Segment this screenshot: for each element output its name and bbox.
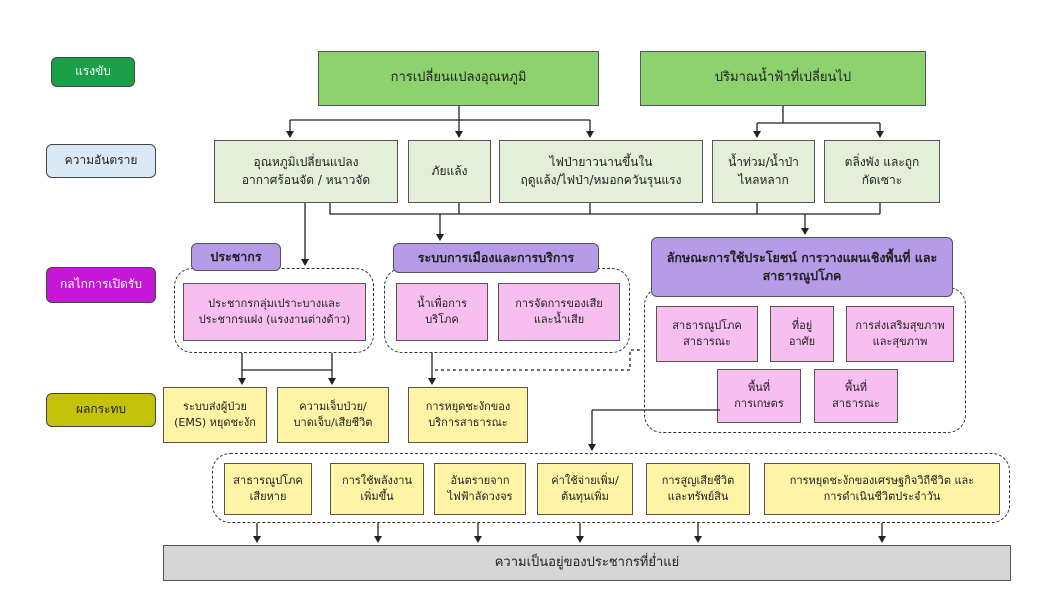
public-utilities: สาธารณูปโภค สาธารณะ xyxy=(656,306,758,362)
connector-landuse-service xyxy=(432,349,640,371)
outcome-box: ความเป็นอยู่ของประชากรที่ย่ำแย่ xyxy=(163,545,1011,581)
legend-driver-label: แรงขับ xyxy=(75,64,111,79)
hazard-flood: น้ำท่วม/น้ำป่า ไหลหลาก xyxy=(712,140,815,203)
hazard-wildfire-label: ไฟป่ายาวนานขึ้นใน ฤดูแล้ง/ไฟป่า/หมอกควัน… xyxy=(520,155,682,187)
housing: ที่อยู่ อาศัย xyxy=(770,306,834,362)
agricultural-area: พื้นที่ การเกษตร xyxy=(717,369,801,423)
impact-economic-disruption-label: การหยุดชะงักของเศรษฐกิจวิถีชีวิต และ การ… xyxy=(789,474,975,503)
connector-driver-left xyxy=(290,106,590,121)
hazard-landslide: ตลิ่งพัง และถูก กัดเซาะ xyxy=(824,140,940,203)
public-area: พื้นที่ สาธารณะ xyxy=(814,369,898,423)
public-utilities-label: สาธารณูปโภค สาธารณะ xyxy=(672,319,742,348)
connector-hazard-bus xyxy=(329,203,881,215)
impact-costs-label: ค่าใช้จ่ายเพิ่ม/ ต้นทุนเพิ่ม xyxy=(551,474,619,503)
impact-costs: ค่าใช้จ่ายเพิ่ม/ ต้นทุนเพิ่ม xyxy=(537,463,633,515)
impact-energy-use-label: การใช้พลังงาน เพิ่มขึ้น xyxy=(341,474,412,503)
connector-driver-right xyxy=(757,106,880,124)
hazard-drought-label: ภัยแล้ง xyxy=(431,163,468,178)
impact-economic-disruption: การหยุดชะงักของเศรษฐกิจวิถีชีวิต และ การ… xyxy=(764,463,1000,515)
population-header-label: ประชากร xyxy=(210,248,262,264)
outcome-label: ความเป็นอยู่ของประชากรที่ย่ำแย่ xyxy=(494,554,680,570)
impact-electrocution-label: อันตรายจาก ไฟฟ้าลัดวงจร xyxy=(447,474,513,503)
impact-service-disruption-label: การหยุดชะงักของ บริการสาธารณะ xyxy=(425,400,511,429)
connector-population-impacts xyxy=(241,353,332,371)
impact-illness-label: ความเจ็บป่วย/ บาดเจ็บ/เสียชีวิต xyxy=(293,400,373,429)
governance-header-label: ระบบการเมืองและการบริการ xyxy=(417,249,575,265)
impact-electrocution: อันตรายจาก ไฟฟ้าลัดวงจร xyxy=(434,463,526,515)
hazard-landslide-label: ตลิ่งพัง และถูก กัดเซาะ xyxy=(844,155,920,187)
housing-label: ที่อยู่ อาศัย xyxy=(788,319,816,348)
impact-illness: ความเจ็บป่วย/ บาดเจ็บ/เสียชีวิต xyxy=(277,387,389,443)
hazard-wildfire: ไฟป่ายาวนานขึ้นใน ฤดูแล้ง/ไฟป่า/หมอกควัน… xyxy=(499,140,703,203)
legend-hazard: ความอันตราย xyxy=(46,144,156,178)
agricultural-area-label: พื้นที่ การเกษตร xyxy=(734,381,784,410)
landuse-header-label: ลักษณะการใช้ประโยชน์ การวางแผนเชิงพื้นที… xyxy=(666,249,938,283)
water-consumption: น้ำเพื่อการ บริโภค xyxy=(396,283,488,341)
impact-service-disruption: การหยุดชะงักของ บริการสาธารณะ xyxy=(408,387,528,443)
hazard-drought: ภัยแล้ง xyxy=(408,140,491,203)
governance-header: ระบบการเมืองและการบริการ xyxy=(393,243,599,273)
legend-impact: ผลกระทบ xyxy=(46,393,156,427)
landuse-header: ลักษณะการใช้ประโยชน์ การวางแผนเชิงพื้นที… xyxy=(651,237,953,297)
waste-management-label: การจัดการของเสีย และน้ำเสีย xyxy=(515,297,603,326)
hazard-temperature: อุณหภูมิเปลี่ยนแปลง อากาศร้อนจัด / หนาวจ… xyxy=(214,140,398,203)
public-area-label: พื้นที่ สาธารณะ xyxy=(832,381,880,410)
secondary-impacts-group xyxy=(212,453,1010,523)
health-promotion-label: การส่งเสริมสุขภาพ และสุขภาพ xyxy=(855,319,945,348)
legend-exposure-label: กลไกการเปิดรับ xyxy=(60,277,142,292)
hazard-temperature-label: อุณหภูมิเปลี่ยนแปลง อากาศร้อนจัด / หนาวจ… xyxy=(241,155,371,187)
waste-management: การจัดการของเสีย และน้ำเสีย xyxy=(498,283,620,341)
legend-driver: แรงขับ xyxy=(51,57,135,87)
driver-rainfall-change: ปริมาณน้ำฟ้าที่เปลี่ยนไป xyxy=(640,51,926,106)
health-promotion: การส่งเสริมสุขภาพ และสุขภาพ xyxy=(846,306,954,362)
impact-energy-use: การใช้พลังงาน เพิ่มขึ้น xyxy=(330,463,424,515)
driver-climate-change-label: การเปลี่ยนแปลงอุณหภูมิ xyxy=(390,70,527,86)
legend-impact-label: ผลกระทบ xyxy=(75,402,127,417)
legend-hazard-label: ความอันตราย xyxy=(64,153,138,168)
water-consumption-label: น้ำเพื่อการ บริโภค xyxy=(416,297,468,326)
hazard-flood-label: น้ำท่วม/น้ำป่า ไหลหลาก xyxy=(728,155,799,187)
impact-ems-label: ระบบส่งผู้ป่วย (EMS) หยุดชะงัก xyxy=(174,400,256,429)
legend-exposure: กลไกการเปิดรับ xyxy=(46,267,156,303)
impact-ems: ระบบส่งผู้ป่วย (EMS) หยุดชะงัก xyxy=(163,387,267,443)
impact-utility-damage-label: สาธารณูปโภค เสียหาย xyxy=(233,474,303,503)
population-header: ประชากร xyxy=(191,243,281,271)
impact-asset-loss-label: การสูญเสียชีวิต และทรัพย์สิน xyxy=(661,474,735,503)
vulnerable-groups: ประชากรกลุ่มเปราะบางและ ประชากรแฝง (แรงง… xyxy=(183,283,366,341)
vulnerable-groups-label: ประชากรกลุ่มเปราะบางและ ประชากรแฝง (แรงง… xyxy=(198,297,351,326)
impact-utility-damage: สาธารณูปโภค เสียหาย xyxy=(224,463,312,515)
impact-asset-loss: การสูญเสียชีวิต และทรัพย์สิน xyxy=(646,463,750,515)
driver-climate-change: การเปลี่ยนแปลงอุณหภูมิ xyxy=(318,51,599,106)
driver-rainfall-change-label: ปริมาณน้ำฟ้าที่เปลี่ยนไป xyxy=(714,70,852,86)
